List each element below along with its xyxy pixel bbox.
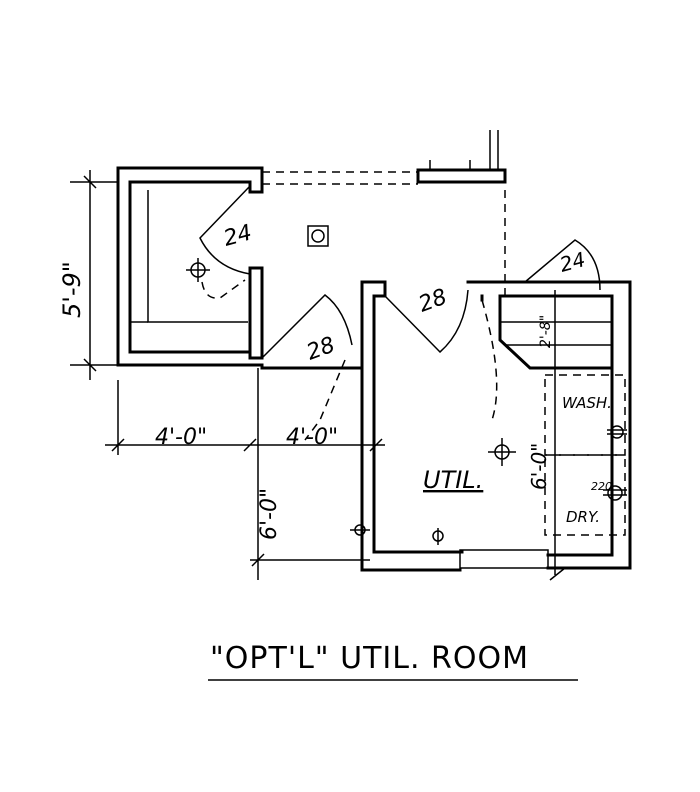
wall-hatch (429, 130, 499, 170)
dryer-outlet-label: 220 (591, 480, 612, 493)
shelf-depth-dimension: 2'-8" (538, 315, 554, 348)
room-label: UTIL. (423, 466, 483, 494)
left-height-dimension: 5'-9" (58, 261, 86, 318)
util-room-walls (360, 239, 632, 572)
washer-label: WASH. (562, 394, 612, 412)
closet-door-left-label: 24 (221, 220, 255, 251)
middle-width-dimension: 4'-0" (286, 425, 338, 450)
laundry-depth-dimension: 6'-0" (527, 443, 551, 490)
hall-door-label: 28 (304, 333, 339, 366)
ceiling-vent-icon (307, 225, 329, 247)
closet-door-right-label: 24 (557, 247, 588, 277)
dimension-lines (70, 170, 578, 681)
switch-wire (304, 359, 346, 441)
util-switch-wire (481, 299, 498, 421)
lower-height-dimension: 6'-0" (257, 488, 282, 540)
util-door-label: 28 (416, 285, 451, 318)
light-fixture-icon (186, 258, 246, 299)
dryer-label: DRY. (566, 508, 600, 526)
outlet-icons (350, 425, 627, 545)
util-door-swing (384, 289, 469, 354)
top-wall-stub (416, 168, 507, 184)
plan-title: "OPT'L" UTIL. ROOM (210, 641, 529, 676)
left-width-dimension: 4'-0" (155, 425, 207, 450)
util-light-fixture-icon (488, 438, 516, 466)
closet-door-left-swing (199, 185, 251, 275)
hall-door-swing (261, 294, 353, 359)
left-closet-walls (116, 166, 264, 367)
